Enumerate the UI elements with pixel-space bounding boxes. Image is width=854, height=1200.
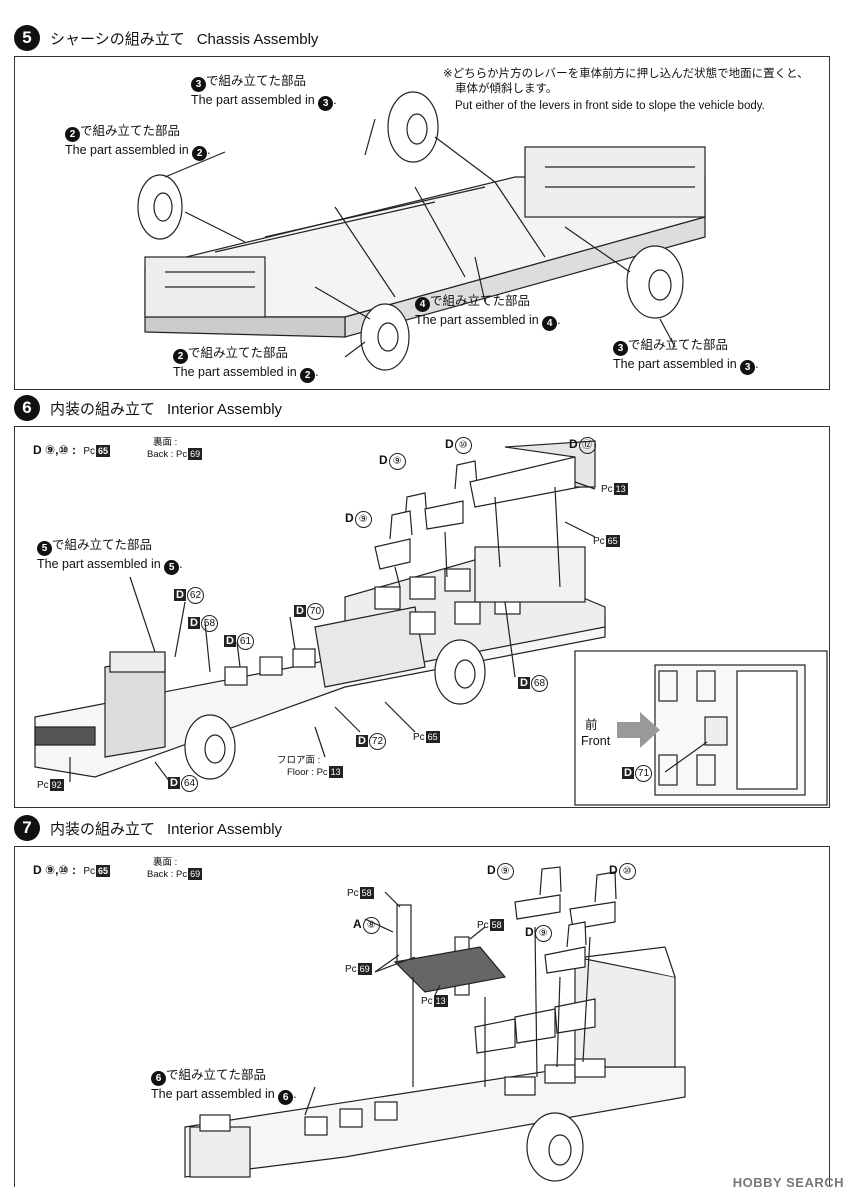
step5-panel: ※どちらか片方のレバーを車体前方に押し込んだ状態で地面に置くと、 車体が傾斜しま…	[14, 56, 830, 390]
step7-number: 7	[14, 815, 40, 841]
watermark: HOBBY SEARCH	[732, 1175, 844, 1190]
step6-number: 6	[14, 395, 40, 421]
front-label: 前 Front	[581, 718, 611, 748]
interior-drawing-7	[184, 866, 686, 1182]
step5-note-jp: ※どちらか片方のレバーを車体前方に押し込んだ状態で地面に置くと、 車体が傾斜しま…	[443, 68, 809, 95]
step5-number: 5	[14, 25, 40, 51]
step5-note-en: Put either of the levers in front side t…	[455, 100, 765, 112]
chassis-drawing	[137, 91, 706, 371]
interior-drawing-6	[34, 440, 828, 806]
